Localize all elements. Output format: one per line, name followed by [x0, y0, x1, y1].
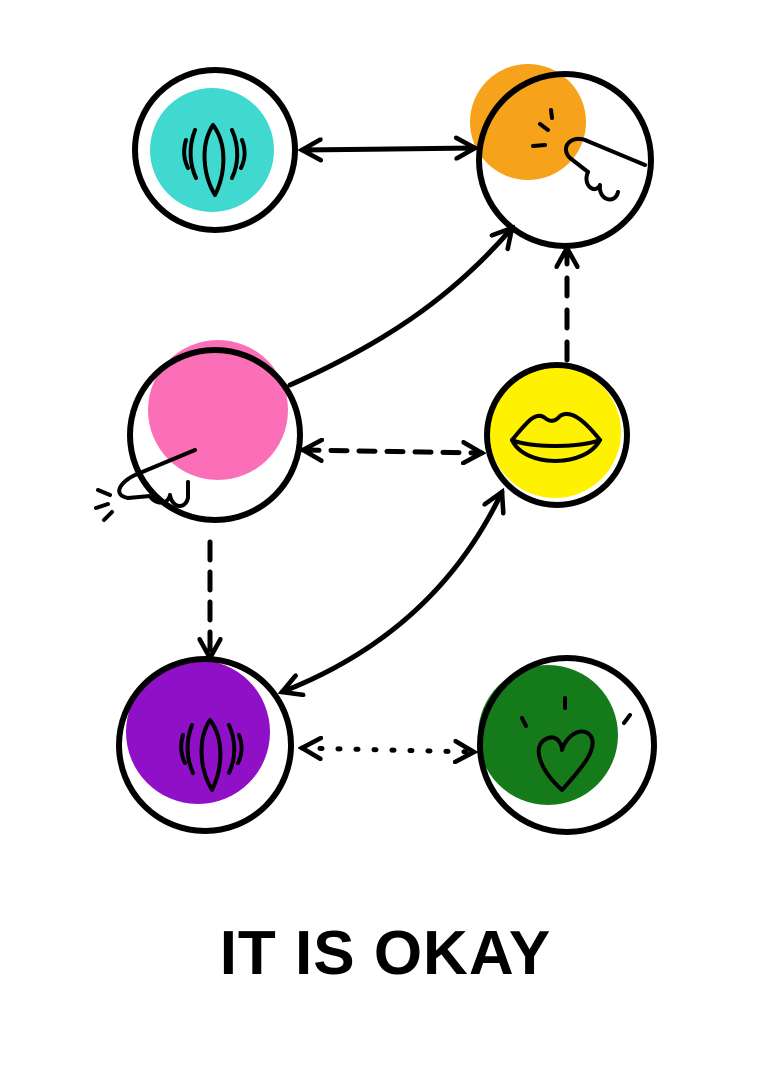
- node-finger-touch-orange: [470, 64, 654, 249]
- color-blob: [148, 340, 288, 480]
- edge-pink-orange: [287, 228, 512, 388]
- color-blob: [150, 88, 274, 212]
- node-ring: [484, 362, 630, 508]
- node-heart-green: [477, 655, 657, 835]
- color-blob: [478, 665, 618, 805]
- heart-icon: [520, 696, 632, 792]
- node-vulva-purple: [116, 656, 294, 834]
- vulva-icon: [179, 718, 244, 792]
- edge-cyan-orange: [302, 148, 475, 150]
- node-ring: [477, 655, 657, 835]
- finger-touch-icon: [531, 108, 647, 202]
- finger-touch-icon: [94, 448, 197, 522]
- node-lips-yellow: [484, 362, 630, 508]
- color-blob: [126, 660, 270, 804]
- node-vulva-cyan: [132, 67, 298, 233]
- node-finger-touch-pink: [94, 340, 303, 523]
- edge-pink-yellow: [303, 450, 482, 453]
- diagram-title: IT IS OKAY: [219, 919, 552, 988]
- node-ring: [127, 347, 303, 523]
- vulva-icon: [182, 123, 247, 197]
- node-ring: [132, 67, 298, 233]
- edge-purple-green: [302, 748, 474, 752]
- color-blob: [489, 366, 621, 498]
- color-blob: [470, 64, 586, 180]
- edge-yellow-purple: [282, 492, 502, 692]
- lips-icon: [510, 412, 602, 463]
